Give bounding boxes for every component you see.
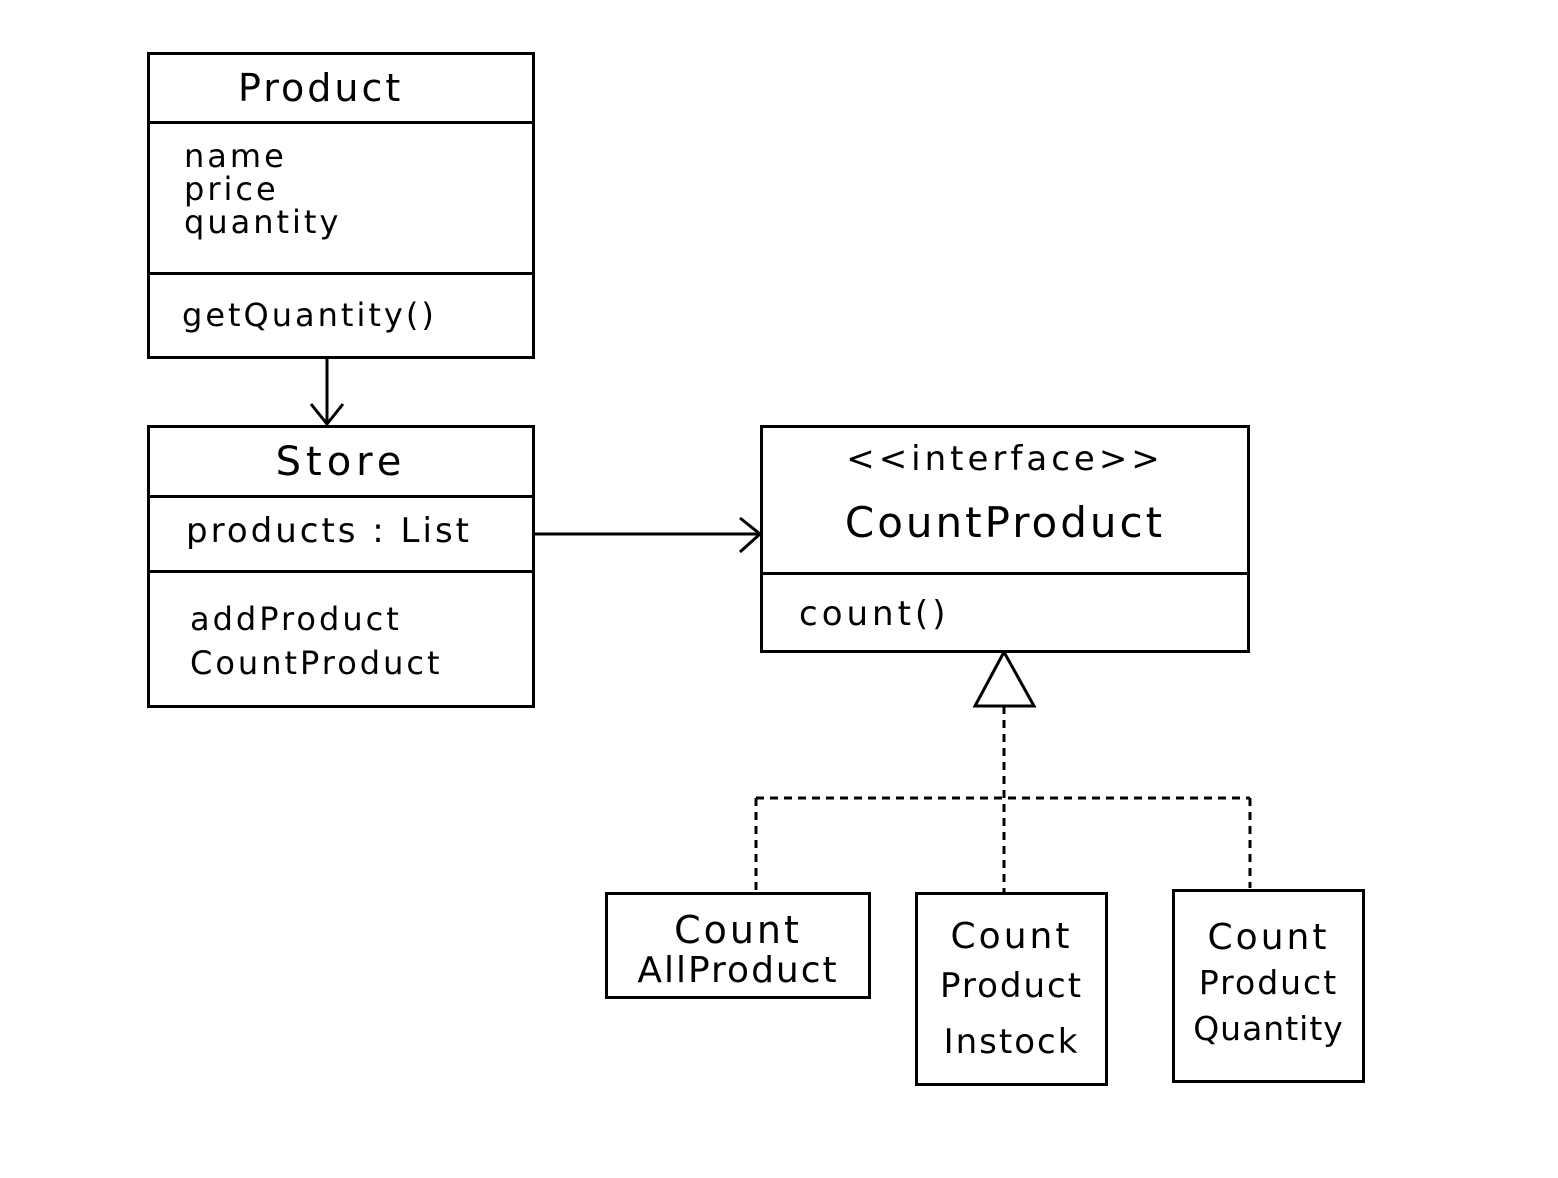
count-product-instock-line-3: Instock (943, 1022, 1080, 1062)
count-product-quantity-line-3: Quantity (1193, 1009, 1344, 1048)
count-product-instock-line-1: Count (950, 916, 1073, 957)
countproduct-methods-section: count() (763, 572, 1247, 653)
store-attributes-section: products : List (150, 495, 532, 570)
countproduct-method-count: count() (799, 594, 950, 634)
product-attribute-quantity: quantity (184, 203, 342, 241)
count-product-instock-class: Count Product Instock (915, 892, 1108, 1086)
product-method-getquantity: getQuantity() (182, 296, 437, 334)
countproduct-interface: <<interface>> CountProduct count() (760, 425, 1250, 653)
count-product-quantity-line-2: Product (1198, 963, 1339, 1002)
product-name-section: Product (150, 55, 532, 121)
product-class-name: Product (238, 66, 404, 110)
store-methods-section: addProduct CountProduct (150, 570, 532, 708)
count-all-product-class: Count AllProduct (605, 892, 871, 999)
count-all-product-line-2: AllProduct (637, 950, 839, 991)
store-countproduct-arrowhead (738, 516, 763, 554)
countproduct-stereotype: <<interface>> (846, 439, 1164, 479)
store-attribute-products: products : List (186, 511, 472, 551)
countproduct-class-name: CountProduct (844, 498, 1166, 547)
store-method-countproduct: CountProduct (190, 644, 443, 682)
store-class: Store products : List addProduct CountPr… (147, 425, 535, 708)
count-product-quantity-class: Count Product Quantity (1172, 889, 1365, 1083)
store-method-addproduct: addProduct (190, 600, 402, 638)
realization-triangle (972, 648, 1037, 708)
count-product-instock-line-2: Product (939, 966, 1084, 1006)
count-all-product-line-1: Count (674, 908, 802, 952)
product-store-arrowhead (309, 403, 345, 427)
product-attribute-name: name (184, 137, 287, 175)
store-class-name: Store (275, 439, 407, 485)
product-attributes-section: name price quantity (150, 121, 532, 272)
product-class: Product name price quantity getQuantity(… (147, 52, 535, 359)
realization-dashed-lines (754, 706, 1252, 892)
store-name-section: Store (150, 428, 532, 495)
product-attribute-price: price (184, 170, 279, 208)
countproduct-name-section: <<interface>> CountProduct (763, 428, 1247, 572)
product-methods-section: getQuantity() (150, 272, 532, 359)
count-product-quantity-line-1: Count (1207, 917, 1330, 958)
